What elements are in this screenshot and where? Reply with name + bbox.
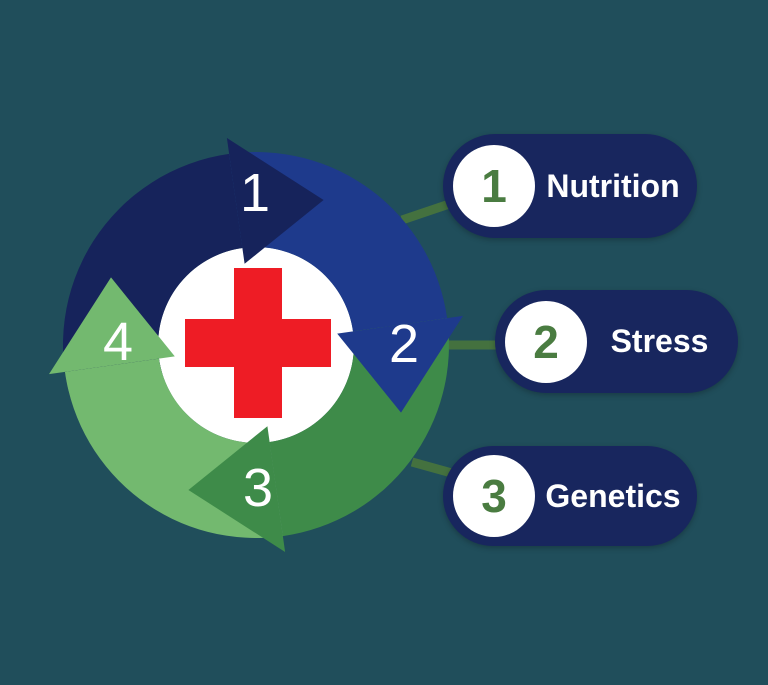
segment-2-arrowhead xyxy=(337,315,463,413)
label-text: Genetics xyxy=(545,477,681,514)
label-card-genetics: 3 Genetics xyxy=(443,446,697,546)
label-text: Nutrition xyxy=(546,167,680,204)
label-number-circle: 2 xyxy=(505,300,587,383)
segment-4-number: 4 xyxy=(102,312,134,372)
segment-1-number: 1 xyxy=(239,163,271,223)
segment-3-number: 3 xyxy=(242,458,274,518)
label-number-circle: 3 xyxy=(453,455,535,537)
label-number: 1 xyxy=(481,160,507,212)
label-number-circle: 1 xyxy=(453,145,535,227)
label-number: 2 xyxy=(533,315,559,368)
label-card-nutrition: 1 Nutrition xyxy=(443,134,697,238)
label-text: Stress xyxy=(610,323,709,359)
segment-3-arrowhead xyxy=(188,426,286,552)
segment-4-arrowhead xyxy=(49,277,175,375)
label-number: 3 xyxy=(481,470,507,522)
segment-2-number: 2 xyxy=(388,314,420,374)
label-card-stress: 2 Stress xyxy=(495,290,738,393)
segment-1-arrowhead xyxy=(226,138,324,264)
medical-cross-icon xyxy=(185,268,331,418)
